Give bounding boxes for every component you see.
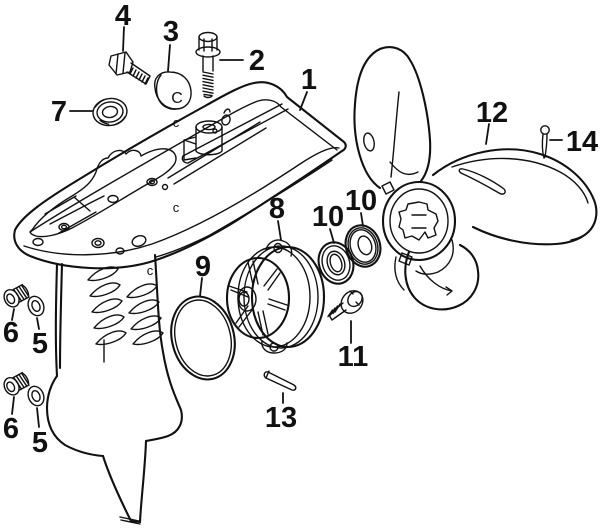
prop-blade-top [353, 46, 432, 190]
water-intake-gills [87, 266, 164, 346]
gearcase-body [45, 253, 183, 525]
seal-part7 [92, 97, 128, 127]
callout-2: 2 [249, 45, 265, 77]
dowel-pin-part13 [263, 370, 297, 391]
bearing-housing-part8 [225, 239, 326, 354]
callout-labels: 1 2 3 4 5 6 5 6 7 8 9 10 10 11 12 13 14 [3, 0, 598, 459]
callout-6a: 6 [3, 317, 19, 349]
callout-14: 14 [566, 126, 598, 158]
bolt-part11 [327, 290, 364, 321]
callout-1: 1 [301, 64, 317, 96]
callout-3: 3 [163, 16, 179, 48]
callout-11: 11 [338, 341, 369, 373]
cast-mark: c [173, 200, 180, 215]
propeller [353, 46, 598, 311]
callout-4: 4 [115, 0, 131, 32]
cotter-pin-part14 [540, 125, 550, 159]
water-tube-boss [183, 108, 231, 161]
callout-10a: 10 [312, 201, 344, 233]
callout-5a: 5 [32, 328, 48, 360]
washer-part5a [27, 295, 45, 317]
cast-mark: c [147, 263, 154, 278]
callout-13: 13 [265, 402, 297, 434]
callout-6b: 6 [3, 413, 19, 445]
callout-12: 12 [476, 97, 508, 129]
drain-plug-part6b [3, 371, 30, 396]
prop-hub [381, 161, 457, 275]
cap-part3: C [153, 71, 192, 110]
washer-part5b [27, 385, 45, 407]
callout-7: 7 [51, 96, 67, 128]
bearing-part10b [344, 224, 382, 268]
cast-mark: c [173, 115, 180, 130]
gearcase-deck: c c c [13, 81, 347, 278]
callout-10b: 10 [345, 185, 377, 217]
o-ring-part9 [170, 295, 236, 381]
leader-lines [11, 26, 563, 428]
seal-part10a [317, 241, 355, 285]
cap-letter: C [171, 90, 183, 107]
drain-plug-part6a [3, 283, 30, 308]
bolt-part2 [195, 31, 221, 99]
bolt-part4 [108, 51, 151, 85]
prop-blade-bottom [394, 243, 480, 311]
callout-9: 9 [195, 251, 211, 283]
prop-blade-right [431, 148, 598, 246]
callout-8: 8 [269, 193, 285, 225]
callout-5b: 5 [32, 427, 48, 459]
